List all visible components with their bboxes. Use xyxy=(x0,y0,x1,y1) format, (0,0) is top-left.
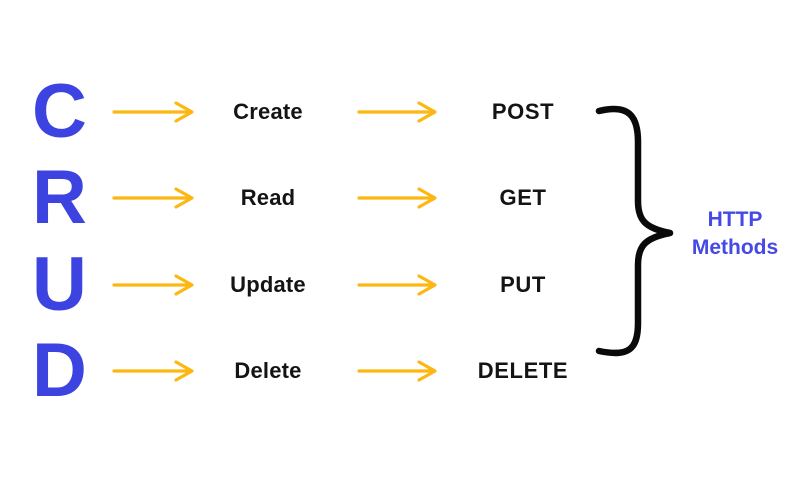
right-arrow-icon xyxy=(112,360,194,382)
right-arrow-icon xyxy=(357,360,437,382)
right-arrow-icon xyxy=(357,187,437,209)
right-arrow-icon xyxy=(357,101,437,123)
right-arrow-icon xyxy=(112,101,194,123)
right-arrow-icon xyxy=(112,274,194,296)
crud-letter-d: D xyxy=(32,328,87,413)
operation-label-delete: Delete xyxy=(234,358,302,383)
right-arrow-icon xyxy=(112,187,194,209)
crud-row-create: C Create POST xyxy=(0,67,800,157)
http-method-label-post: POST xyxy=(491,99,555,124)
http-method-label-delete: DELETE xyxy=(477,358,569,383)
operation-label-update: Update xyxy=(230,272,306,297)
operation-label-create: Create xyxy=(233,99,303,124)
http-methods-label: HTTP Methods xyxy=(672,206,798,262)
crud-row-read: R Read GET xyxy=(0,153,800,243)
operation-label-read: Read xyxy=(240,185,296,210)
http-method-label-put: PUT xyxy=(500,272,546,297)
right-arrow-icon xyxy=(357,274,437,296)
crud-row-delete: D Delete DELETE xyxy=(0,326,800,416)
crud-letter-r: R xyxy=(32,155,87,240)
http-methods-label-line1: HTTP xyxy=(707,208,763,231)
curly-brace-icon xyxy=(595,105,674,357)
http-method-label-get: GET xyxy=(499,185,547,210)
http-methods-label-line2: Methods xyxy=(691,236,779,259)
crud-row-update: U Update PUT xyxy=(0,240,800,330)
crud-letter-u: U xyxy=(32,242,87,327)
crud-letter-c: C xyxy=(32,69,87,154)
